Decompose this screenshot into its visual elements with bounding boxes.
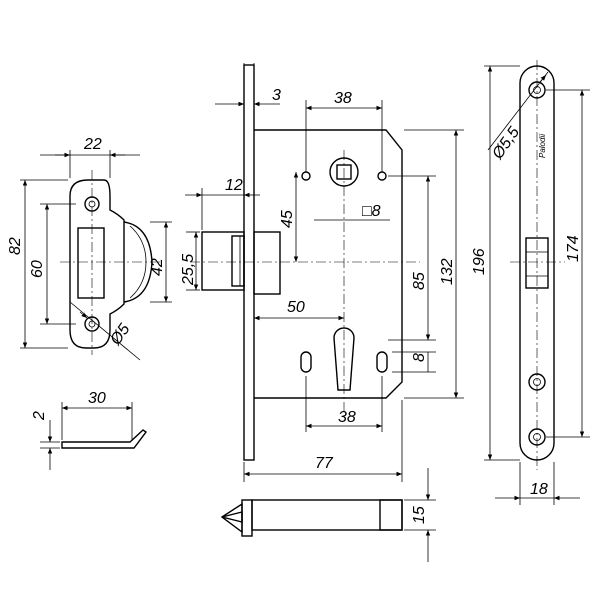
projection-dim: 12	[185, 177, 260, 230]
strike-bolt-face: 42	[149, 258, 166, 276]
forend-thickness: 3	[272, 87, 281, 104]
bolt-height: 25,5	[180, 254, 197, 286]
strike-height-dim: 82	[7, 179, 68, 349]
strike-bolt-dim: 42	[149, 221, 172, 303]
forend-thickness-dim: 3	[215, 63, 281, 107]
depth: 77	[315, 455, 334, 472]
inner-height-dim: 132	[404, 129, 464, 399]
strike-side-length: 30	[88, 390, 106, 407]
inner-height: 132	[439, 258, 456, 285]
strike-side-thickness: 2	[31, 411, 48, 421]
square-size: □8	[362, 203, 381, 220]
backset: 50	[287, 299, 305, 316]
latch-height: 15	[411, 506, 428, 524]
lock-body	[190, 64, 420, 461]
strike-height-inner: 60	[29, 260, 46, 278]
strike-hole-dim: Ø5	[69, 301, 141, 361]
handle-offset: 45	[279, 210, 296, 228]
faceplate-hole-dia: Ø5,5	[489, 124, 523, 163]
strike-width-dim: 22	[40, 136, 140, 178]
strike-side-view: 30 2	[31, 390, 148, 470]
cylinder-hole-dim: 8	[392, 351, 436, 373]
cylinder-spacing-dim: 38	[305, 376, 383, 432]
strike-hole-dia: Ø5	[107, 321, 134, 349]
faceplate: Palodii	[510, 60, 565, 470]
square-size-dim: □8	[314, 203, 390, 221]
square-spacing-dim: 38	[305, 90, 383, 172]
square-spacing: 38	[334, 90, 352, 107]
latch-top-view: 15	[220, 468, 436, 562]
total-height-dim: 196	[471, 65, 520, 461]
backset-dim: 50	[254, 299, 344, 321]
depth-dim: 77	[243, 400, 403, 482]
handle-offset-dim: 45	[279, 172, 299, 262]
cylinder-spacing: 38	[338, 409, 356, 426]
center-distance: 85	[411, 272, 428, 290]
brand-label: Palodii	[538, 134, 547, 158]
strike-plate	[60, 170, 160, 355]
bolt-height-dim: 25,5	[180, 231, 200, 291]
center-distance-dim: 85	[388, 175, 436, 341]
cylinder-hole: 8	[411, 353, 428, 362]
faceplate-width: 18	[530, 481, 548, 498]
total-height: 196	[471, 248, 488, 275]
faceplate-width-dim: 18	[495, 462, 580, 505]
strike-width: 22	[83, 136, 102, 153]
faceplate-hole-spacing: 174	[565, 235, 582, 262]
projection: 12	[225, 177, 243, 194]
strike-inner-dim: 60	[29, 203, 76, 325]
strike-height-outer: 82	[7, 237, 24, 255]
faceplate-spacing-dim: 174	[546, 89, 590, 438]
